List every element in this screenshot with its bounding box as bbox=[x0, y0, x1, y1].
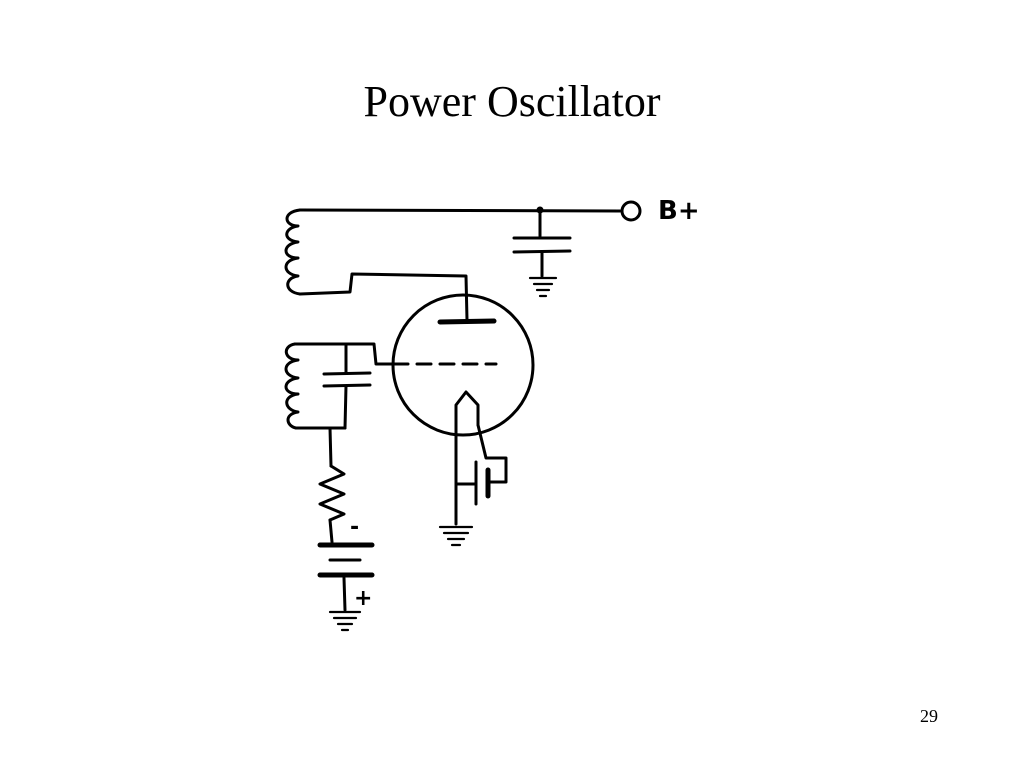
grid-resistor-lead-bottom bbox=[328, 518, 334, 544]
triode-plate bbox=[437, 318, 497, 325]
bias-ground-symbol bbox=[328, 610, 362, 632]
plate-tank-coil bbox=[284, 208, 302, 296]
triode-filament bbox=[454, 390, 480, 427]
supply-terminal bbox=[620, 200, 642, 222]
bias-battery-plus-sign: + bbox=[354, 586, 372, 611]
supply-rail-wire bbox=[298, 208, 622, 213]
slide-title: Power Oscillator bbox=[363, 77, 661, 126]
supply-label: B+ bbox=[658, 196, 700, 226]
grid-tank-top-wire bbox=[293, 342, 396, 366]
bypass-ground-symbol bbox=[528, 276, 558, 298]
grid-leak-resistor bbox=[318, 464, 346, 522]
grid-cap-plate-top bbox=[322, 371, 372, 376]
filament-lead-right bbox=[476, 423, 508, 484]
bias-battery-minus-sign: - bbox=[350, 515, 359, 540]
coil-to-plate-wire bbox=[298, 272, 469, 322]
bias-battery-lead bbox=[342, 576, 347, 612]
grid-cap-bottom-lead bbox=[343, 384, 348, 430]
filament-ground-symbol bbox=[438, 525, 474, 547]
grid-tank-coil bbox=[284, 342, 300, 430]
page-number: 29 bbox=[920, 706, 938, 726]
grid-resistor-lead-top bbox=[328, 426, 333, 468]
